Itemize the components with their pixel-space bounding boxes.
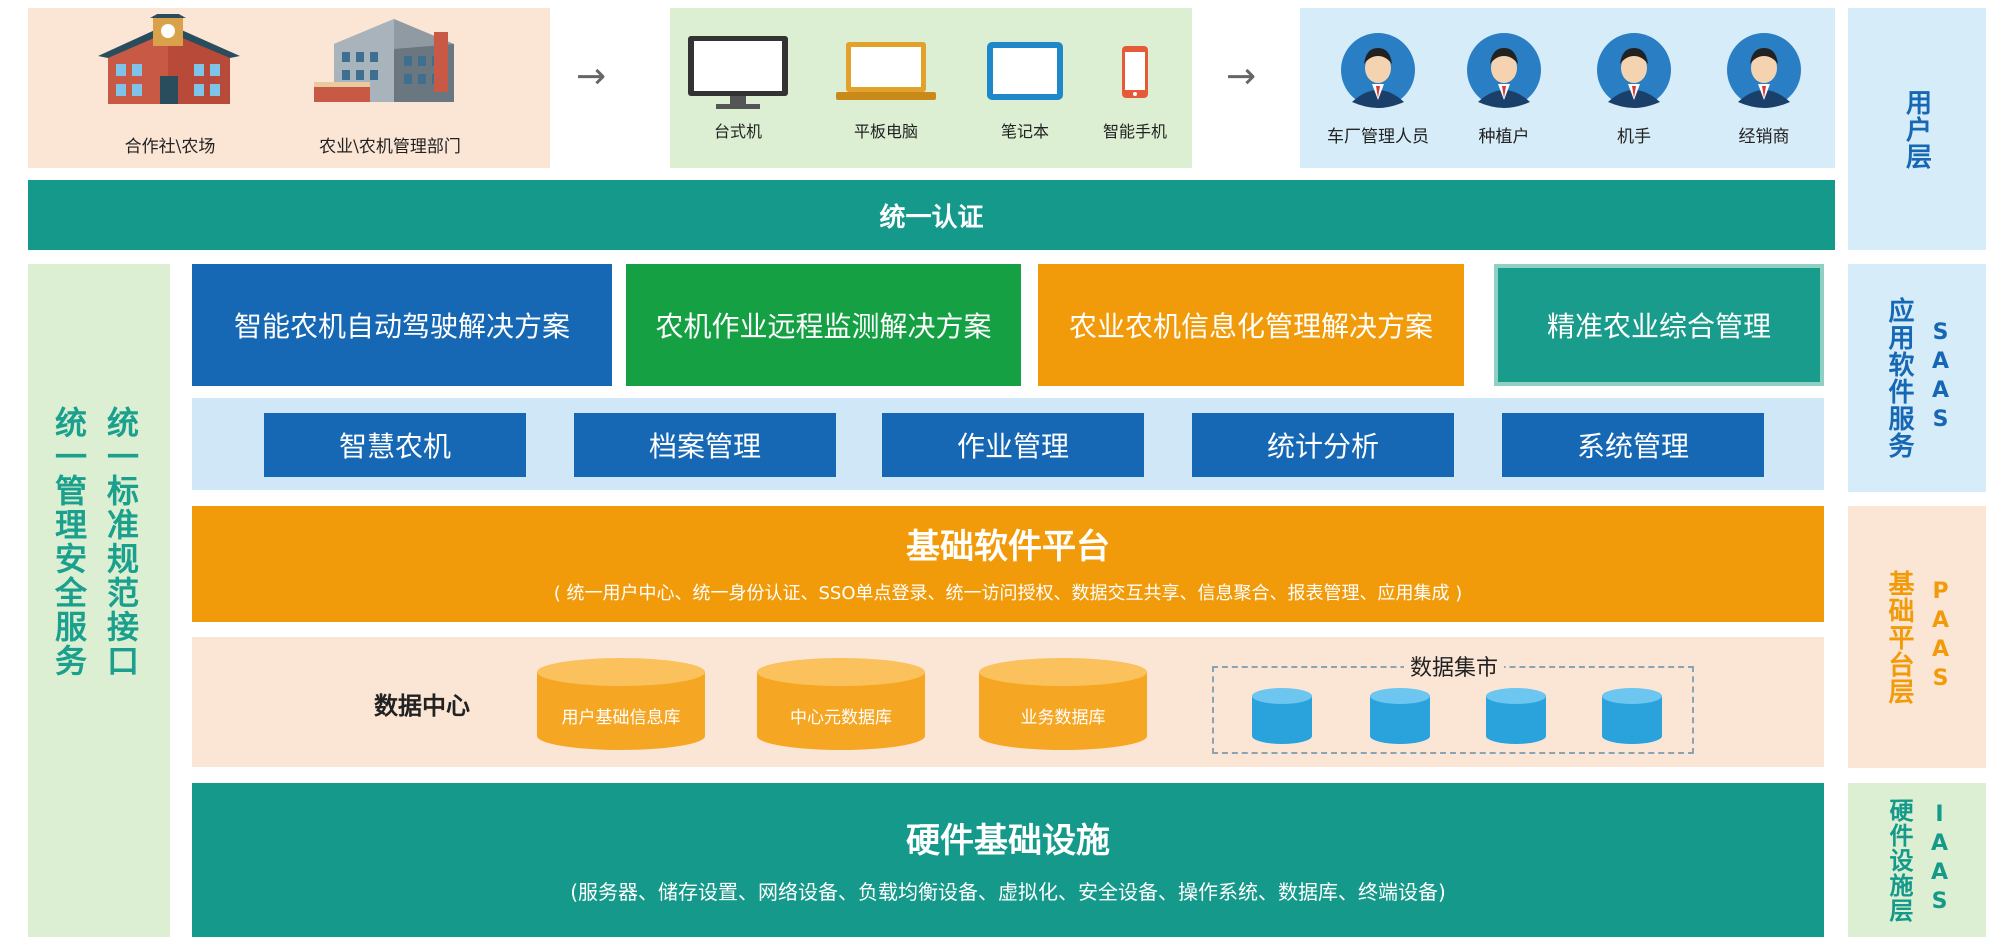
layer-user-panel: 用户层	[1848, 8, 1986, 250]
platform-bar	[192, 506, 1824, 622]
layer-paas-panel: 基础平台层 PAAS	[1848, 506, 1986, 768]
solution-label: 精准农业综合管理	[1546, 310, 1771, 343]
module-label: 智慧农机	[338, 430, 451, 463]
module-smart-machinery[interactable]: 智慧农机	[264, 413, 526, 477]
module-label: 系统管理	[1576, 430, 1689, 463]
db-label-business: 业务数据库	[1020, 707, 1106, 728]
database-cylinder-icon	[537, 658, 705, 750]
solution-card-autodrive[interactable]: 智能农机自动驾驶解决方案	[192, 264, 612, 386]
person-label-dealer: 经销商	[1738, 127, 1790, 147]
database-cylinder-icon	[1602, 688, 1662, 744]
solution-label: 智能农机自动驾驶解决方案	[233, 310, 570, 343]
arrow-icon: →	[1226, 56, 1257, 97]
unified-auth-label: 统一认证	[879, 202, 984, 233]
module-system[interactable]: 系统管理	[1502, 413, 1764, 477]
government-building-icon	[314, 14, 464, 114]
person-icon	[1726, 32, 1802, 108]
device-label-laptop: 平板电脑	[853, 122, 918, 141]
layer-iaas-sub: IAAS	[1927, 802, 1952, 918]
arrow-icon: →	[576, 56, 607, 97]
unified-auth-bar: 统一认证	[28, 180, 1835, 250]
layer-paas-sub: PAAS	[1928, 579, 1953, 695]
laptop-icon	[836, 40, 936, 104]
layer-iaas-panel: 硬件设施层 IAAS	[1848, 783, 1986, 937]
platform-title: 基础软件平台	[906, 526, 1110, 567]
hardware-bar	[192, 783, 1824, 937]
layer-user-label: 用户层	[1901, 88, 1932, 170]
org-label-farm: 合作社\农场	[124, 137, 216, 157]
desktop-icon	[686, 34, 790, 110]
database-cylinder-icon	[757, 658, 925, 750]
module-statistics[interactable]: 统计分析	[1192, 413, 1454, 477]
module-label: 档案管理	[648, 430, 761, 463]
database-cylinder-icon	[1486, 688, 1546, 744]
layer-saas-panel: 应用软件服务 SAAS	[1848, 264, 1986, 492]
person-icon	[1340, 32, 1416, 108]
left-col-management: 统一管理安全服务	[50, 406, 88, 678]
db-label-metadata: 中心元数据库	[790, 707, 892, 728]
person-label-grower: 种植户	[1478, 127, 1530, 147]
data-center-label: 数据中心	[374, 692, 470, 720]
solution-card-monitoring[interactable]: 农机作业远程监测解决方案	[626, 264, 1021, 386]
person-label-operator: 机手	[1617, 127, 1651, 147]
module-label: 统计分析	[1266, 430, 1379, 463]
left-col-standards: 统一标准规范接口	[102, 406, 140, 678]
person-label-factory: 车厂管理人员	[1327, 127, 1429, 147]
database-cylinder-icon	[979, 658, 1147, 750]
module-archives[interactable]: 档案管理	[574, 413, 836, 477]
left-governance-column	[28, 264, 170, 937]
org-label-dept: 农业\农机管理部门	[319, 137, 461, 157]
layer-paas-label: 基础平台层	[1884, 569, 1914, 705]
device-label-tablet: 笔记本	[1000, 122, 1049, 141]
device-label-desktop: 台式机	[713, 122, 762, 141]
farm-building-icon	[98, 8, 240, 114]
layer-iaas-label: 硬件设施层	[1885, 797, 1913, 923]
db-label-user: 用户基础信息库	[561, 707, 681, 728]
person-icon	[1466, 32, 1542, 108]
module-operations[interactable]: 作业管理	[882, 413, 1144, 477]
solution-label: 农业农机信息化管理解决方案	[1068, 310, 1433, 343]
hardware-title: 硬件基础设施	[906, 820, 1110, 861]
layer-saas-label: 应用软件服务	[1884, 297, 1914, 459]
solution-card-precision[interactable]: 精准农业综合管理	[1494, 264, 1824, 386]
hardware-subtitle: (服务器、储存设置、网络设备、负载均衡设备、虚拟化、安全设备、操作系统、数据库、…	[570, 879, 1446, 904]
database-cylinder-icon	[1252, 688, 1312, 744]
solution-card-info-mgmt[interactable]: 农业农机信息化管理解决方案	[1038, 264, 1464, 386]
layer-saas-sub: SAAS	[1928, 320, 1953, 436]
data-mart-label: 数据集市	[1404, 650, 1505, 682]
module-label: 作业管理	[956, 430, 1069, 463]
platform-subtitle: ( 统一用户中心、统一身份认证、SSO单点登录、统一访问授权、数据交互共享、信息…	[553, 583, 1463, 604]
device-label-phone: 智能手机	[1102, 122, 1167, 141]
person-icon	[1596, 32, 1672, 108]
database-cylinder-icon	[1370, 688, 1430, 744]
phone-icon	[1120, 44, 1150, 100]
tablet-icon	[985, 40, 1065, 104]
solution-label: 农机作业远程监测解决方案	[655, 310, 992, 343]
